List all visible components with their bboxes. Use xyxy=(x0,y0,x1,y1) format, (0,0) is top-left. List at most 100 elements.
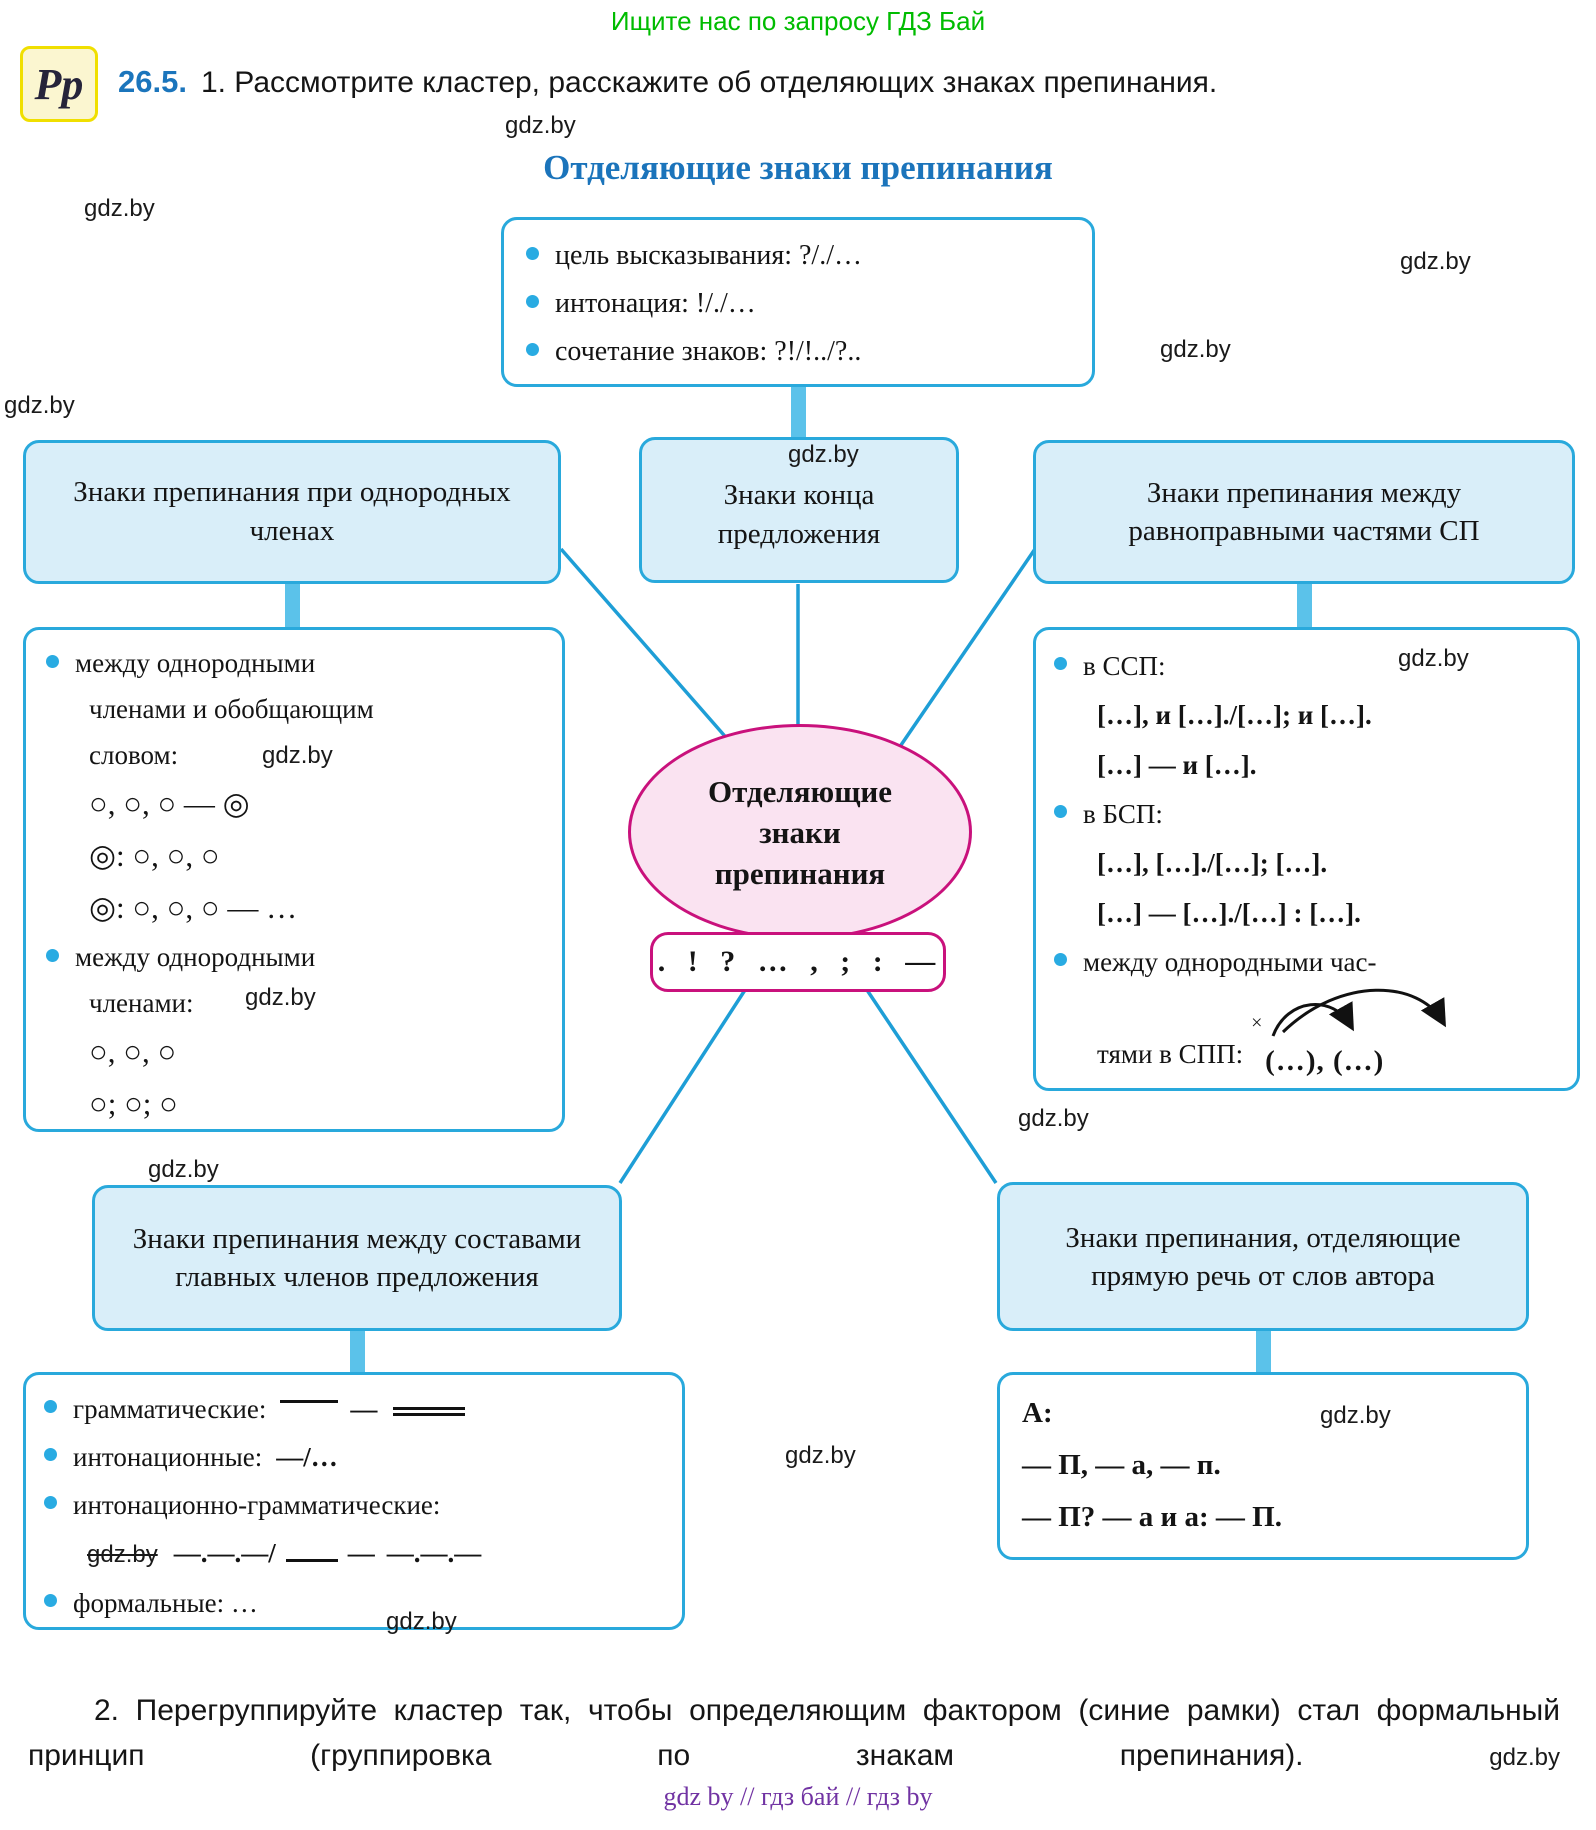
gdz-watermark: gdz.by xyxy=(1400,248,1471,275)
gdz-watermark: gdz.by xyxy=(4,392,75,419)
exercise-number: 26.5. xyxy=(118,64,187,99)
detail-text: интонационно-грамматические: xyxy=(73,1490,441,1520)
detail-text: между однородными час- xyxy=(1083,947,1377,977)
punctuation-scheme: ○, ○, ○ xyxy=(89,1034,177,1069)
detail-text: формальные: … xyxy=(73,1588,258,1618)
detail-box-homogeneous: между однородными членами и обобщающим с… xyxy=(23,627,565,1132)
punctuation-scheme: —.—.— xyxy=(386,1538,482,1568)
detail-text: в БСП: xyxy=(1083,799,1163,829)
detail-box-equal-parts: в ССП: […], и […]./[…]; и […]. […] — и [… xyxy=(1033,627,1580,1091)
dash: — xyxy=(347,1538,375,1568)
list-item: интонация: !/./… xyxy=(512,280,1084,328)
author-scheme: А: xyxy=(1022,1397,1053,1429)
gdz-watermark: gdz.by xyxy=(1489,1744,1560,1771)
punctuation-scheme: ○, ○, ○ — ◎ xyxy=(89,786,250,821)
bullet-icon xyxy=(46,655,59,668)
list-item: сочетание знаков: ?!/!../?.. xyxy=(512,328,1084,376)
predicate-double-line xyxy=(393,1385,466,1416)
spp-scheme-row: тями в СПП: × (…), (…) xyxy=(1040,986,1573,1078)
pen-letters-icon: Рр xyxy=(34,59,84,109)
line-center-to-direct xyxy=(865,989,998,1184)
punctuation-scheme: ◎: ○, ○, ○ xyxy=(89,838,220,873)
diagram-title: Отделяющие знаки препинания xyxy=(543,148,1053,187)
gdz-watermark: gdz.by xyxy=(148,1156,219,1183)
connector-main-detail xyxy=(350,1329,365,1374)
gdz-watermark: gdz.by xyxy=(1398,645,1469,672)
branch-box-sentence-end: Знаки конца предложения xyxy=(639,437,959,583)
dash: — xyxy=(350,1394,378,1424)
gdz-watermark: gdz.by xyxy=(1018,1105,1089,1132)
gdz-watermark: gdz.by xyxy=(87,1541,158,1568)
connector-homogeneous-detail xyxy=(285,582,300,629)
subject-line xyxy=(285,1544,338,1562)
punctuation-scheme: ○; ○; ○ xyxy=(89,1086,178,1121)
center-text: Отделяющие xyxy=(707,773,893,809)
center-text: знаки xyxy=(759,814,841,850)
gdz-watermark: gdz.by xyxy=(386,1608,457,1635)
line-center-to-main xyxy=(618,989,747,1184)
bullet-icon xyxy=(44,1496,57,1509)
bullet-icon xyxy=(46,949,59,962)
bullet-icon xyxy=(44,1400,57,1413)
task-2-text: 2. Перегруппируйте кластер так, чтобы оп… xyxy=(28,1688,1560,1780)
punctuation-scheme: […], […]./[…]; […]. xyxy=(1097,848,1328,878)
list-item: интонационно-грамматические: xyxy=(30,1481,678,1529)
spp-diagram: × (…), (…) xyxy=(1249,986,1469,1078)
footer-promo: gdz by // гдз бай // гдз by xyxy=(663,1782,933,1811)
branch-box-equal-parts: Знаки препинания между равноправными час… xyxy=(1033,440,1575,584)
goal-item: сочетание знаков: ?!/!../?.. xyxy=(555,336,862,367)
line-homogeneous-to-center xyxy=(559,547,739,752)
list-item: в ССП: xyxy=(1040,642,1573,690)
detail-text: словом: xyxy=(89,740,179,770)
detail-text: членами: xyxy=(89,988,194,1018)
bullet-icon xyxy=(526,343,539,356)
punctuation-scheme-row: gdz.by—.—.—/——.—.— xyxy=(30,1529,678,1579)
list-item: формальные: … xyxy=(30,1579,678,1627)
center-ellipse: Отделяющие знаки препинания xyxy=(628,724,972,940)
center-text: препинания xyxy=(714,855,886,891)
connector-equal-detail xyxy=(1297,582,1312,629)
punctuation-scheme: ◎: ○, ○, ○ — … xyxy=(89,890,298,925)
bullet-icon xyxy=(1054,805,1067,818)
gdz-watermark: gdz.by xyxy=(84,195,155,222)
subject-line xyxy=(280,1385,339,1403)
detail-box-main-members: грамматические:— интонационные: —/… интон… xyxy=(23,1372,685,1630)
goal-item: цель высказывания: ?/./… xyxy=(555,240,862,271)
promo-banner: Ищите нас по запросу ГДЗ Бай xyxy=(610,6,986,36)
punctuation-scheme: — П? — а и а: — П. xyxy=(1022,1501,1282,1533)
branch-box-main-members: Знаки препинания между составами главных… xyxy=(92,1185,622,1331)
gdz-watermark: gdz.by xyxy=(788,441,859,468)
gdz-watermark: gdz.by xyxy=(262,742,333,769)
punctuation-scheme: — П, — а, — п. xyxy=(1022,1449,1221,1481)
punctuation-marks-strip: . ! ? … , ; : — xyxy=(650,932,946,992)
punctuation-scheme: […] — […]./[…] : […]. xyxy=(1097,898,1361,928)
list-item: грамматические:— xyxy=(30,1385,678,1433)
goal-box: цель высказывания: ?/./… интонация: !/./… xyxy=(501,217,1095,387)
gdz-watermark: gdz.by xyxy=(785,1442,856,1469)
bullet-icon xyxy=(526,295,539,308)
detail-text: между однородными xyxy=(75,942,316,972)
bullet-icon xyxy=(1054,657,1067,670)
detail-text: членами и обобщающим xyxy=(89,694,374,724)
clause-groups: (…), (…) xyxy=(1265,1045,1385,1077)
list-item: в БСП: xyxy=(1040,790,1573,838)
bullet-icon xyxy=(1054,953,1067,966)
detail-text: интонационные: xyxy=(73,1442,263,1472)
punctuation-scheme: —/… xyxy=(276,1442,338,1472)
detail-text: тями в СПП: xyxy=(1097,1039,1244,1069)
goal-item: интонация: !/./… xyxy=(555,288,756,319)
punctuation-scheme: […], и […]./[…]; и […]. xyxy=(1097,700,1372,730)
detail-box-direct-speech: А: — П, — а, — п. — П? — а и а: — П. xyxy=(997,1372,1529,1560)
list-item: между однородными час- xyxy=(1040,938,1573,986)
bullet-icon xyxy=(44,1594,57,1607)
list-item: между однородными xyxy=(32,640,556,686)
connector-goal-to-end xyxy=(791,384,806,442)
spp-arrows-icon xyxy=(1271,988,1447,1037)
task-1-text: 1. Рассмотрите кластер, расскажите об от… xyxy=(200,66,1218,99)
exercise-header: 26.5. 1. Рассмотрите кластер, расскажите … xyxy=(118,64,1588,100)
line-equal-to-center xyxy=(897,548,1037,749)
connector-direct-detail xyxy=(1256,1329,1271,1374)
list-item: между однородными xyxy=(32,934,556,980)
